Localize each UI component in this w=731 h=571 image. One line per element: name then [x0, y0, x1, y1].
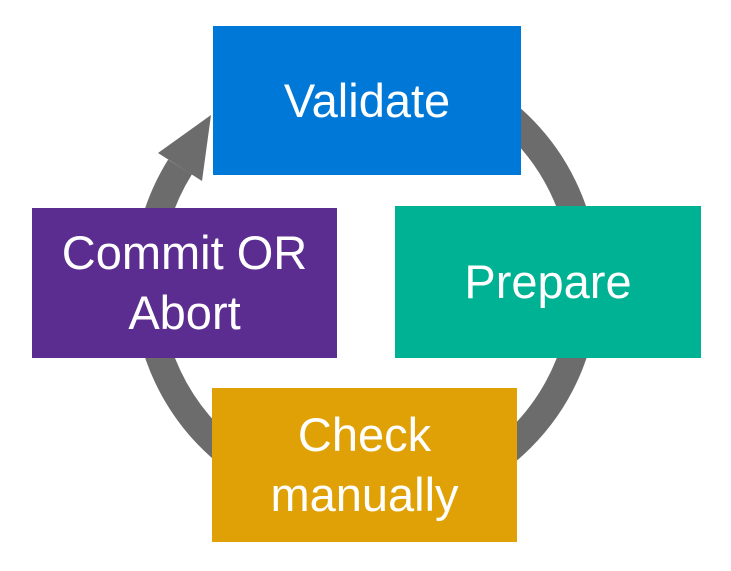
node-check-manually-label: Check manually [270, 408, 459, 521]
node-validate-label: Validate [283, 73, 451, 127]
cycle-arrow-head-icon [158, 115, 211, 181]
node-prepare: Prepare [395, 206, 701, 358]
node-prepare-label: Prepare [464, 255, 632, 309]
node-commit-or-abort-label: Commit OR Abort [61, 226, 308, 339]
node-commit-or-abort: Commit OR Abort [32, 208, 337, 358]
node-check-manually: Check manually [212, 388, 517, 542]
node-validate: Validate [213, 26, 521, 175]
